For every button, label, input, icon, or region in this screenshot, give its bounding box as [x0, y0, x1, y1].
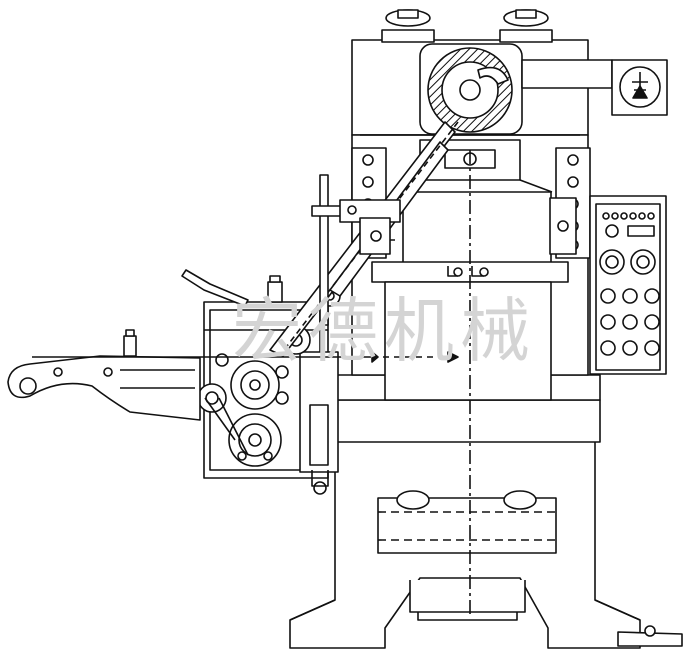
base-foot-pad-left — [396, 490, 430, 510]
flywheel-housing — [419, 43, 668, 135]
base-foot-pad-right — [503, 490, 537, 510]
straightener-arm — [7, 269, 249, 421]
press-base — [289, 439, 683, 649]
bolster-plate — [324, 399, 601, 443]
support-pole — [311, 174, 577, 326]
material-feed-line — [32, 351, 459, 363]
floor-anchor — [617, 631, 683, 647]
straightener-knob — [123, 335, 137, 357]
feeder-adjust-knob — [267, 281, 283, 303]
control-panel — [589, 195, 667, 375]
